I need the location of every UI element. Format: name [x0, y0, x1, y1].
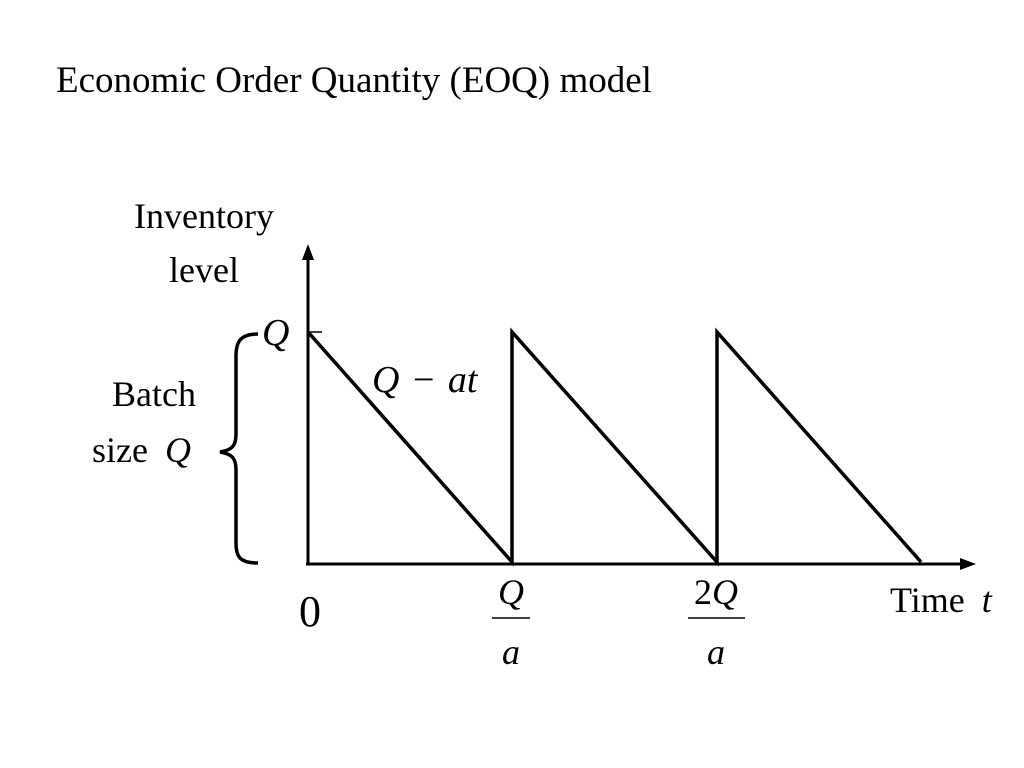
- x-axis-label: Time t: [890, 580, 993, 620]
- origin-label: 0: [299, 587, 321, 636]
- x-tick-1-denominator: a: [502, 632, 520, 672]
- batch-label-line2: size Q: [92, 430, 191, 470]
- batch-label-word: size: [92, 430, 148, 470]
- batch-size-brace: [219, 332, 259, 565]
- x-tick-2-denominator: a: [707, 632, 725, 672]
- line-label-q: Q: [372, 359, 399, 401]
- x-tick-1-numerator: Q: [498, 572, 524, 612]
- page-title: Economic Order Quantity (EOQ) model: [56, 60, 652, 101]
- y-axis-label-line1: Inventory: [134, 196, 274, 236]
- y-axis-arrowhead: [302, 244, 314, 260]
- x-tick-2-symbol: Q: [712, 572, 738, 612]
- x-axis-arrowhead: [960, 558, 976, 570]
- line-label-minus: −: [413, 359, 434, 401]
- batch-label-line1: Batch: [112, 374, 196, 414]
- line-label-at: at: [448, 359, 479, 401]
- x-tick-2-numerator: 2Q: [694, 572, 738, 612]
- inventory-sawtooth-line: [306, 327, 923, 567]
- q-tick-label: Q: [262, 312, 289, 354]
- y-axis-label-line2: level: [169, 250, 239, 290]
- x-axis-label-word: Time: [890, 580, 965, 620]
- batch-label-symbol: Q: [165, 430, 191, 470]
- x-axis-label-symbol: t: [982, 580, 993, 620]
- x-tick-2-coef: 2: [694, 572, 712, 612]
- line-equation-label: Q − at: [372, 359, 479, 401]
